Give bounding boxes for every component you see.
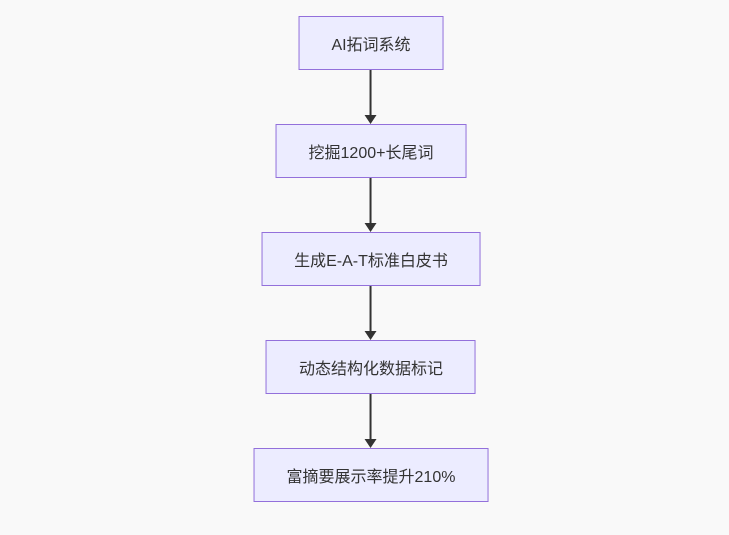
- arrow-down-icon: [365, 394, 377, 448]
- arrow-head-icon: [365, 331, 377, 340]
- flow-node-ai-keyword-system: AI拓词系统: [298, 16, 444, 70]
- flow-node-eat-whitepaper: 生成E-A-T标准白皮书: [261, 232, 481, 286]
- arrow-line: [370, 286, 372, 331]
- flow-node-structured-data-markup: 动态结构化数据标记: [265, 340, 476, 394]
- arrow-down-icon: [365, 70, 377, 124]
- flowchart: AI拓词系统 挖掘1200+长尾词 生成E-A-T标准白皮书 动态结构化数据标记…: [253, 16, 489, 502]
- arrow-line: [370, 178, 372, 223]
- arrow-line: [370, 70, 372, 115]
- arrow-down-icon: [365, 178, 377, 232]
- arrow-head-icon: [365, 115, 377, 124]
- arrow-head-icon: [365, 439, 377, 448]
- arrow-down-icon: [365, 286, 377, 340]
- arrow-line: [370, 394, 372, 439]
- flow-node-longtail-mining: 挖掘1200+长尾词: [275, 124, 467, 178]
- arrow-head-icon: [365, 223, 377, 232]
- flow-node-rich-snippet-result: 富摘要展示率提升210%: [253, 448, 489, 502]
